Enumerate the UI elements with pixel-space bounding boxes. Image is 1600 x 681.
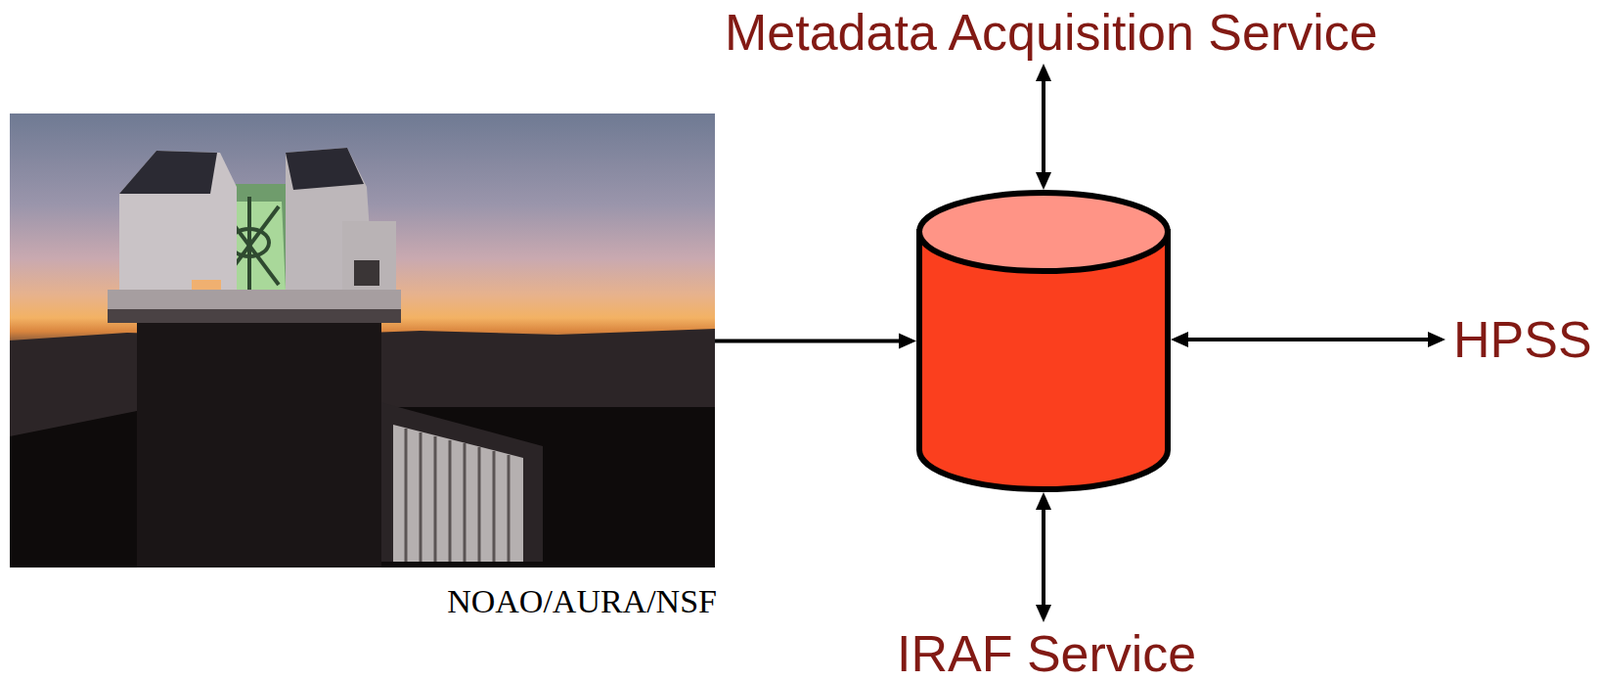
arrow-head (1170, 331, 1189, 348)
telescope-node: NOAO/AURA/NSF (9, 113, 715, 568)
connector-arrow (714, 333, 917, 350)
service-label: HPSS (1453, 313, 1593, 365)
connector-arrow (1035, 63, 1052, 190)
connector-arrow (1170, 331, 1446, 348)
service-label: Metadata Acquisition Service (724, 6, 1378, 58)
arrow-head (1035, 63, 1052, 82)
connector-line (714, 339, 903, 344)
photo-credit: NOAO/AURA/NSF (446, 584, 717, 619)
arrow-head (1427, 331, 1446, 348)
telescope-photo (9, 113, 715, 568)
node-label: HPSS (1453, 313, 1593, 365)
cylinder-shape (916, 189, 1171, 492)
node-label: Metadata Acquisition Service (724, 6, 1378, 58)
node-label: IRAF Service (896, 627, 1197, 679)
service-label: IRAF Service (896, 627, 1197, 679)
arrow-head (898, 333, 917, 350)
connector-arrow (1035, 491, 1052, 623)
arrow-head (1035, 172, 1052, 190)
arrow-head (1035, 604, 1052, 623)
connector-line (1184, 337, 1432, 342)
connector-line (1041, 77, 1046, 177)
storage-cylinder (916, 189, 1171, 492)
connector-line (1041, 505, 1046, 609)
arrow-head (1035, 491, 1052, 510)
